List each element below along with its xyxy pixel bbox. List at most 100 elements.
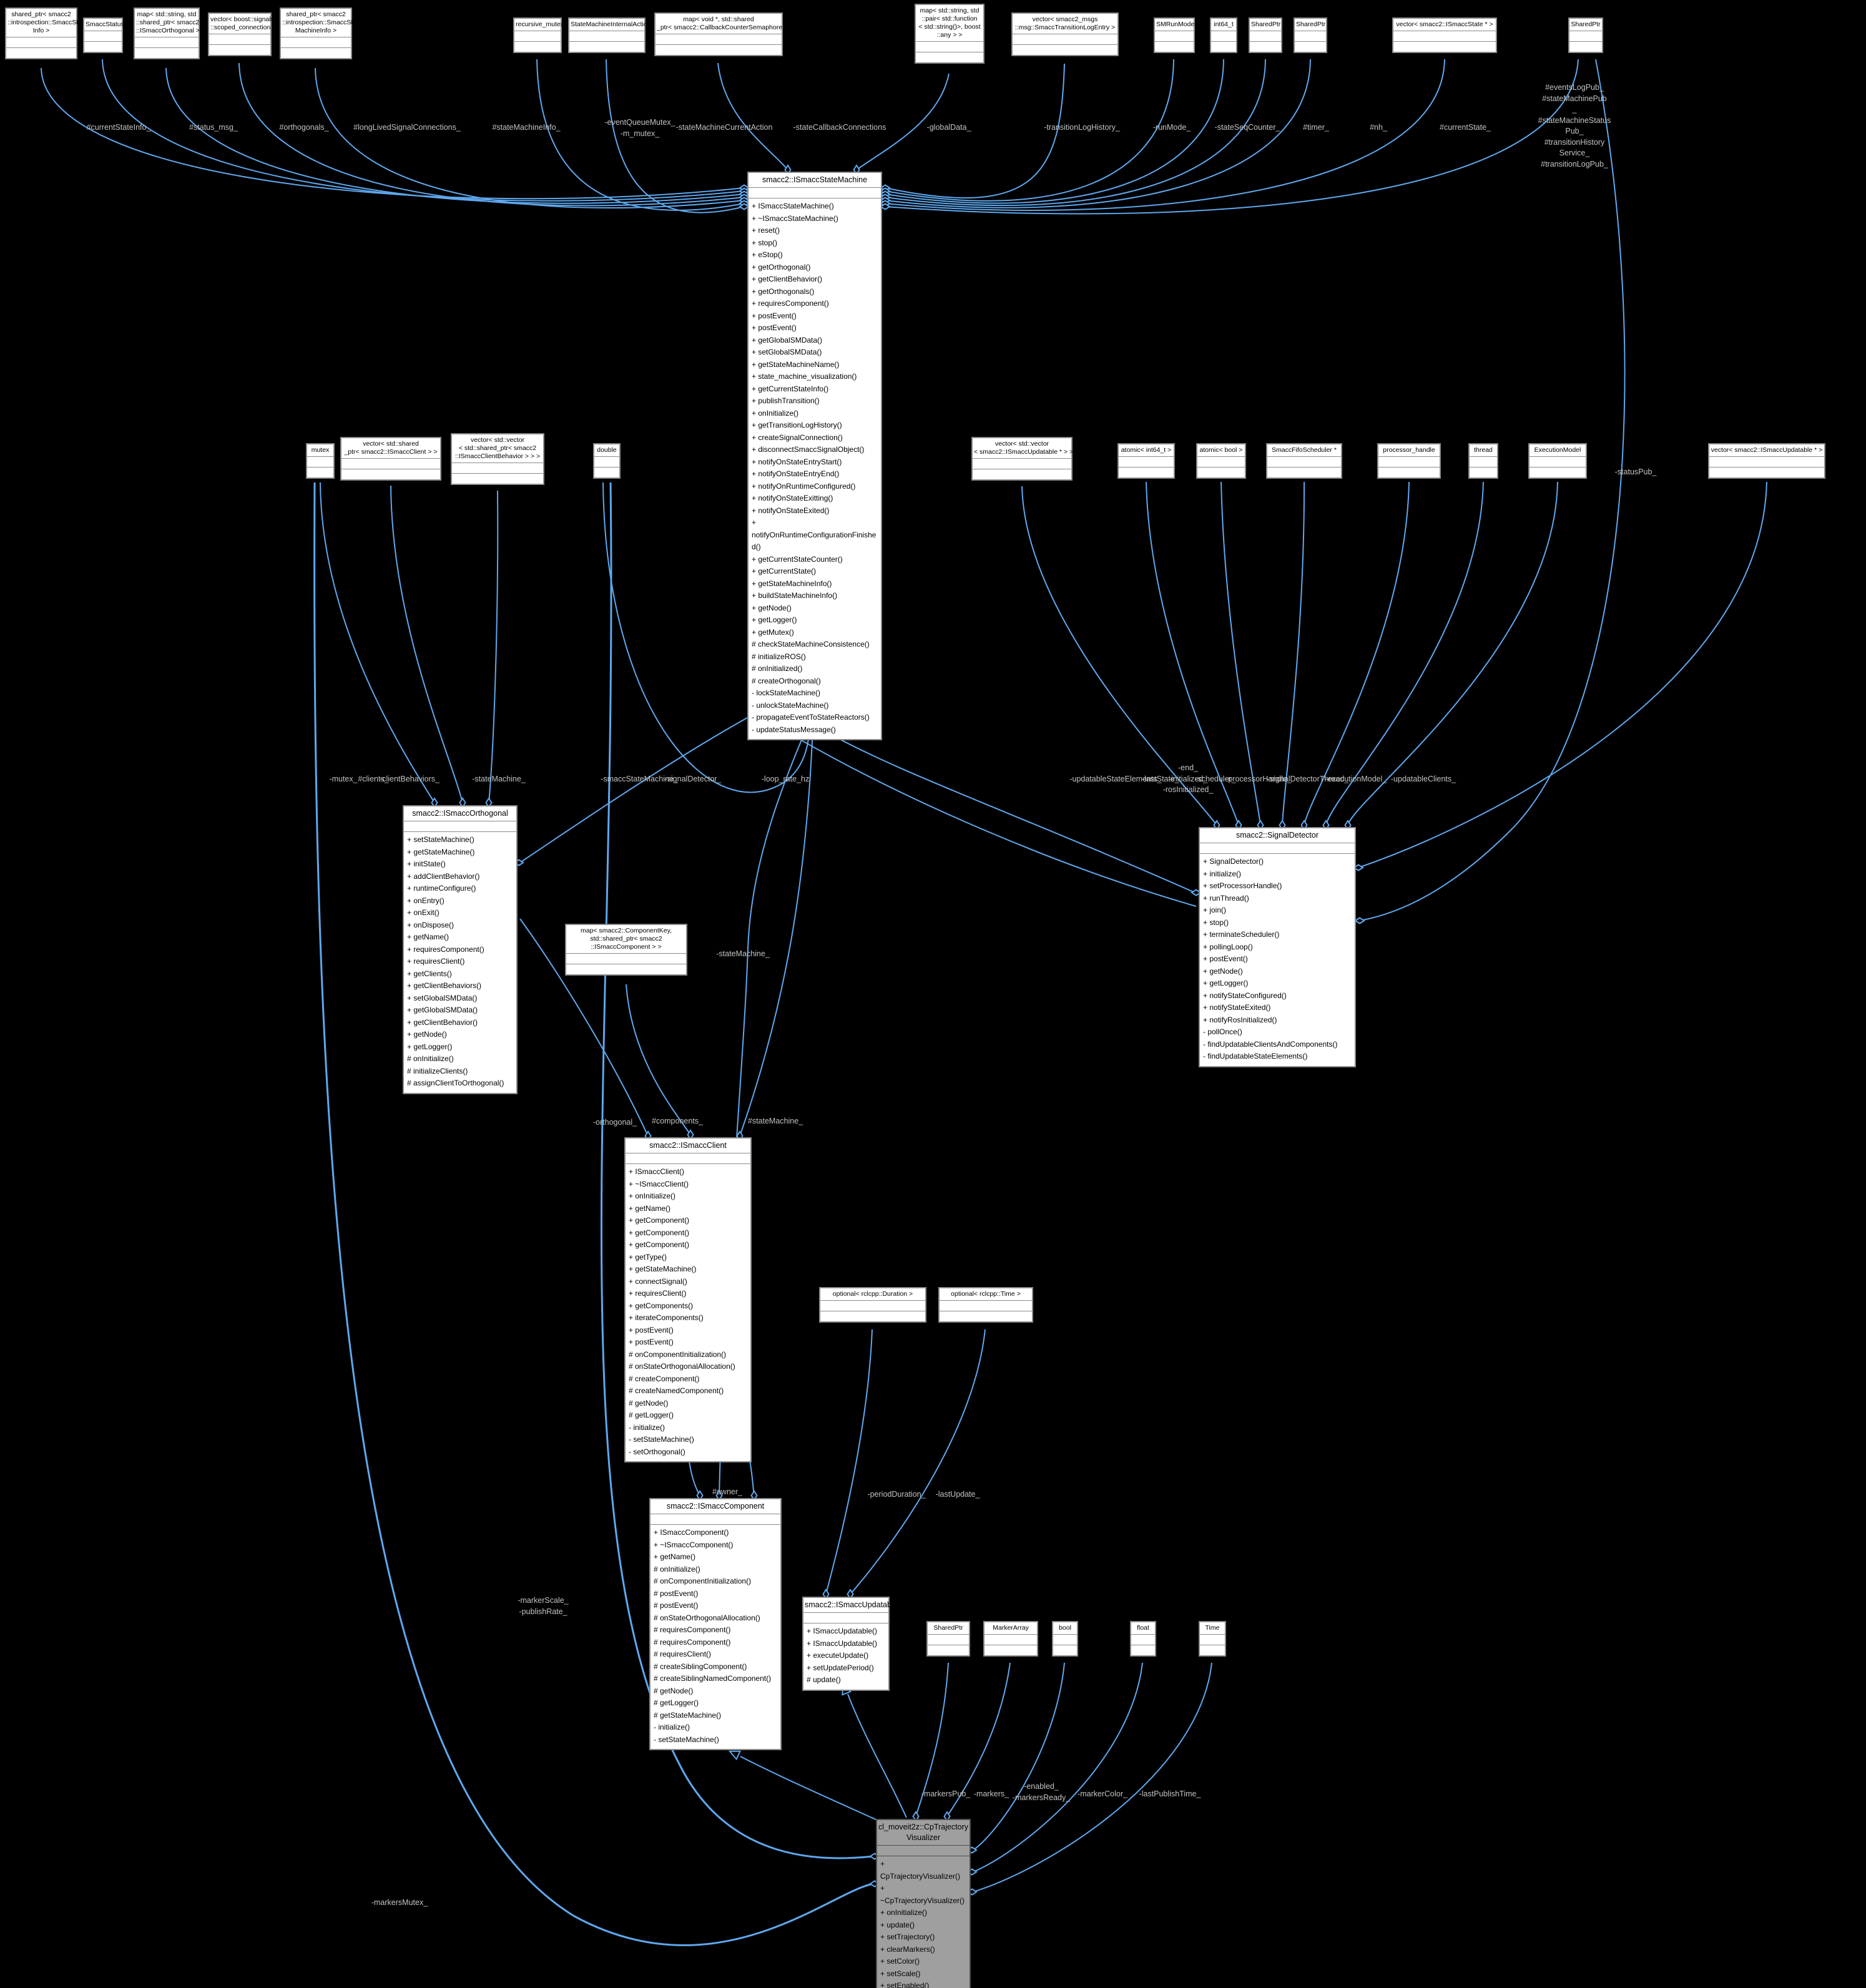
empty-compartment (916, 41, 983, 52)
type-node-title-line: map< smacc2::ComponentKey, (580, 927, 672, 934)
method-row: # createNamedComponent() (629, 1386, 724, 1395)
class-title-line: smacc2::ISmaccClient (649, 1141, 727, 1150)
empty-compartment (341, 469, 440, 479)
type-node: int64_t (1210, 17, 1237, 53)
type-node-title: vector< smacc2::ISmaccState * > (1393, 19, 1496, 31)
aggregation-edge (818, 727, 1196, 893)
method-row: + getStateMachine() (629, 1265, 697, 1273)
method-row: - setOrthogonal() (629, 1447, 685, 1456)
method-row: + getComponents() (629, 1301, 694, 1310)
class-node-ISmaccUpdatable[interactable]: smacc2::ISmaccUpdatable+ ISmaccUpdatable… (802, 1597, 898, 1691)
aggregation-edge (885, 59, 1311, 208)
method-row: + ISmaccUpdatable() (807, 1638, 878, 1648)
attributes-compartment (404, 821, 516, 832)
empty-compartment (1013, 44, 1117, 55)
method-row: + getStateMachineName() (752, 360, 840, 369)
empty-compartment (820, 1311, 925, 1321)
method-row: + ~ISmaccClient() (629, 1179, 689, 1188)
empty-compartment (973, 469, 1071, 479)
aggregation-edge (847, 1693, 907, 1818)
method-row: + setStateMachine() (407, 835, 474, 844)
empty-compartment (135, 47, 199, 58)
empty-compartment (1569, 41, 1602, 52)
class-node-SignalDetector[interactable]: smacc2::SignalDetector+ SignalDetector()… (1199, 827, 1356, 1067)
empty-compartment (341, 458, 440, 469)
type-node-title-line: vector< boost::signals2 (210, 16, 278, 23)
method-row: + onInitialize() (752, 408, 799, 418)
methods-compartment: + ISmaccComponent()+ ~ISmaccComponent()+… (651, 1525, 780, 1749)
edge-label-line: -transitionLogHistory_ (1044, 123, 1120, 132)
method-row: + getName() (654, 1552, 696, 1561)
method-row: + notifyOnRuntimeConfigured() (752, 481, 856, 491)
edge-label: -smaccStateMachine_ (601, 774, 678, 785)
method-row: + setScale() (880, 1969, 921, 1978)
aggregation-diamond-icon (1191, 889, 1202, 896)
edge-label-line: -processorHandle_ (1225, 775, 1292, 783)
method-row: + onExit() (407, 908, 439, 917)
aggregation-edge (315, 67, 745, 209)
edge-label: #currentState_ (1440, 122, 1491, 134)
method-row: + getName() (407, 933, 449, 941)
method-row: + ISmaccUpdatable() (807, 1627, 878, 1635)
type-node-title-line: Time (1205, 1624, 1220, 1632)
empty-compartment (1250, 31, 1281, 41)
class-node-ISmaccComponent[interactable]: smacc2::ISmaccComponent+ ISmaccComponent… (649, 1498, 782, 1750)
type-node-title-line: shared_ptr< smacc2 (286, 11, 346, 18)
method-row: + state_machine_visualization() (752, 372, 857, 381)
type-node: map< std::string, std::shared_ptr< smacc… (134, 7, 205, 59)
attributes-compartment (626, 1153, 750, 1164)
edge-label-line: -signalDetector_ (664, 775, 722, 783)
empty-compartment (281, 47, 351, 58)
empty-compartment (1200, 1634, 1225, 1645)
class-node-ISmaccStateMachine[interactable]: smacc2::ISmaccStateMachine+ ISmaccStateM… (747, 172, 882, 740)
empty-compartment (1530, 467, 1586, 477)
edge-label-line: -markerColor_ (1078, 1790, 1127, 1798)
type-node-title-line: ::introspection::SmaccState (7, 19, 87, 26)
type-node: bool (1052, 1621, 1078, 1657)
type-node-title-line: optional< rclcpp::Time > (951, 1290, 1021, 1298)
type-node: shared_ptr< smacc2::introspection::Smacc… (280, 7, 362, 59)
edge-label-line: -globalData_ (926, 123, 971, 132)
empty-compartment (1131, 1634, 1155, 1645)
type-node-title: SMRunMode (1155, 19, 1194, 31)
aggregation-edge (717, 62, 788, 170)
empty-compartment (569, 41, 644, 52)
method-row: # getLogger() (654, 1698, 699, 1707)
class-node-ISmaccOrthogonal[interactable]: smacc2::ISmaccOrthogonal+ setStateMachin… (403, 805, 518, 1094)
method-row: - initialize() (654, 1723, 690, 1731)
aggregation-edge (626, 984, 691, 1135)
aggregation-edge (946, 1662, 1011, 1817)
method-row: + initialize() (1203, 869, 1242, 878)
method-row: + getStateMachineInfo() (752, 579, 832, 588)
method-row: + getComponent() (629, 1216, 690, 1225)
type-node: float (1130, 1621, 1156, 1657)
type-node-title-line: ::msg::SmaccTransitionLogEntry > (1014, 24, 1116, 31)
empty-compartment (569, 31, 644, 41)
type-node-title-line: float (1137, 1624, 1149, 1632)
method-row: + getComponent() (629, 1228, 690, 1237)
type-node: SharedPtr (926, 1621, 970, 1657)
method-row: + setUpdatePeriod() (807, 1663, 874, 1672)
edge-label: -runMode_ (1153, 122, 1191, 134)
method-row: + createSignalConnection() (752, 433, 843, 442)
method-row: + getLogger() (752, 615, 797, 624)
type-node: map< std::string, std::pair< std::functi… (915, 4, 985, 64)
type-node-title-line: mutex (311, 446, 330, 454)
empty-compartment (940, 1311, 1032, 1321)
aggregation-edge (600, 482, 874, 1859)
empty-compartment (135, 37, 199, 47)
method-row: - findUpdatableStateElements() (1203, 1052, 1308, 1060)
edge-label-line: -stateMachineCurrentAction (675, 123, 773, 132)
edge-label-line: -markers_ (973, 1790, 1009, 1798)
method-row: + getMutex() (752, 627, 794, 637)
type-node-title-line: < smacc2::ISmaccUpdatable * > > (974, 448, 1074, 456)
class-node-ISmaccClient[interactable]: smacc2::ISmaccClient+ ISmaccClient()+ ~I… (624, 1137, 752, 1462)
edge-label: -end_-initialized_-rosInitialized_ (1163, 763, 1214, 796)
aggregation-edge (850, 1329, 986, 1595)
edge-label-line: -publishRate_ (519, 1607, 567, 1616)
method-row: + iterateComponents() (629, 1313, 704, 1322)
edge-label-line: -markersReady_ (1012, 1793, 1071, 1802)
edge-label-line: -stateMachine_ (716, 949, 770, 958)
